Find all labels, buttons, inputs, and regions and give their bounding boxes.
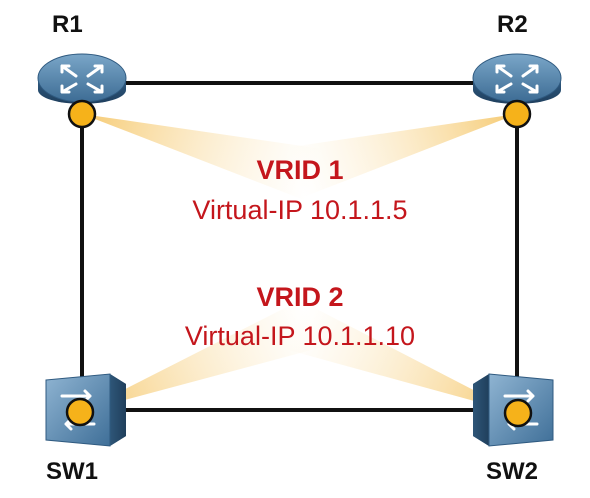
router-r2-icon xyxy=(472,53,562,104)
router-r1-icon xyxy=(37,53,127,104)
r2-port-marker xyxy=(502,99,532,129)
sw1-port-marker xyxy=(65,397,95,427)
vrid1-beam-left xyxy=(82,114,330,210)
sw2-port-marker xyxy=(503,398,533,428)
switch-sw1-icon xyxy=(45,373,126,447)
vrid2-title: VRID 2 xyxy=(256,282,344,312)
vrid1-beam-right xyxy=(270,114,517,210)
vrid2-beam-left xyxy=(80,285,330,412)
vrid1-title: VRID 1 xyxy=(256,155,344,185)
sw2-label: SW2 xyxy=(486,458,539,485)
vrid2-virtual-ip: Virtual-IP 10.1.1.10 xyxy=(184,321,416,351)
r2-label: R2 xyxy=(497,11,528,38)
vrid1-virtual-ip: Virtual-IP 10.1.1.5 xyxy=(192,195,408,225)
r1-port-marker xyxy=(67,99,97,129)
sw1-label: SW1 xyxy=(46,458,99,485)
r1-label: R1 xyxy=(52,11,83,38)
vrid2-beam-right xyxy=(270,285,518,413)
